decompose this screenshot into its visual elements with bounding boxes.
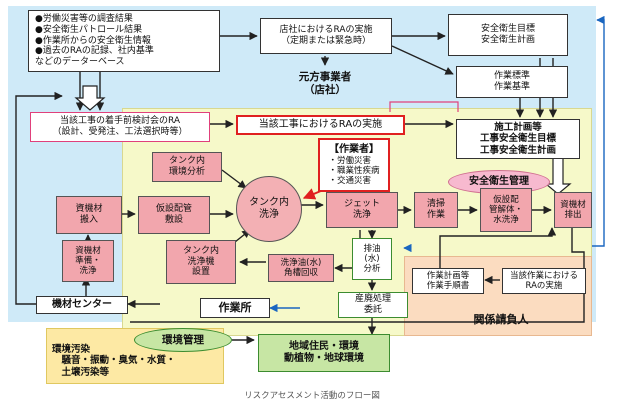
temp-piping-removal-box: 仮設配 管解体・ 水洗浄	[480, 188, 532, 232]
wash-oil-recovery-box: 洗浄油(水) 角槽回収	[268, 254, 334, 282]
pre-meeting-ra-box: 当該工事の着手前検討会のRA （設計、受発注、工法選択時等）	[30, 112, 210, 142]
tank-env-analysis-box: タンク内 環境分析	[152, 152, 222, 182]
safety-goals-box: 安全衛生目標 安全衛生計画	[448, 14, 568, 56]
residents-env-box: 地域住民・環境 動植物・地球環境	[258, 334, 390, 372]
env-management-oval: 環境管理	[134, 328, 232, 352]
database-box: ●労働災害等の調査結果 ●安全衛生パトロール結果 ●作業所からの安全衛生情報 ●…	[28, 10, 220, 72]
tank-washer-setup-box: タンク内 洗浄機 設置	[166, 240, 236, 284]
drain-analysis-box: 排油 (水) 分析	[352, 238, 392, 280]
tank-wash-circle: タンク内 洗浄	[236, 176, 302, 242]
work-plan-box: 作業計画等 作業手順書	[412, 268, 484, 294]
temp-piping-box: 仮設配管 敷設	[138, 196, 210, 234]
materials-in-box: 資機材 搬入	[56, 196, 122, 234]
materials-out-box: 資機材 排出	[554, 192, 592, 228]
workers-title: 【作業者】	[329, 143, 379, 155]
cleaning-box: 清掃 作業	[414, 192, 458, 228]
work-ra-box: 当該作業における RAの実施	[502, 268, 586, 294]
env-pollution-text: 環境汚染 騒音・振動・臭気・水質・ 土壌汚染等	[52, 343, 176, 378]
store-ra-box: 店社におけるRAの実施 （定期または緊急時）	[260, 18, 392, 54]
equipment-center-box: 機材センター	[36, 296, 128, 314]
workers-box: 【作業者】 ・労働災害 ・職業性疾病 ・交通災害	[318, 138, 390, 192]
workers-list: ・労働災害 ・職業性疾病 ・交通災害	[328, 155, 380, 187]
industrial-waste-box: 産廃処理 委託	[338, 292, 408, 318]
subcontractor-label: 関係請負人	[473, 313, 529, 327]
construction-plan-box: 施工計画等 工事安全衛生目標 工事安全衛生計画	[456, 119, 580, 159]
project-ra-box: 当該工事におけるRAの実施	[236, 115, 405, 135]
materials-prep-box: 資機材 準備・ 洗浄	[62, 240, 114, 282]
site-office-box: 作業所	[200, 298, 270, 318]
jet-wash-box: ジェット 洗浄	[326, 192, 398, 228]
diagram-caption: リスクアセスメント活動のフロー図	[244, 391, 380, 401]
prime-contractor-label: 元方事業者 （店社）	[298, 71, 352, 96]
work-standards-box: 作業標準 作業基準	[456, 66, 568, 98]
